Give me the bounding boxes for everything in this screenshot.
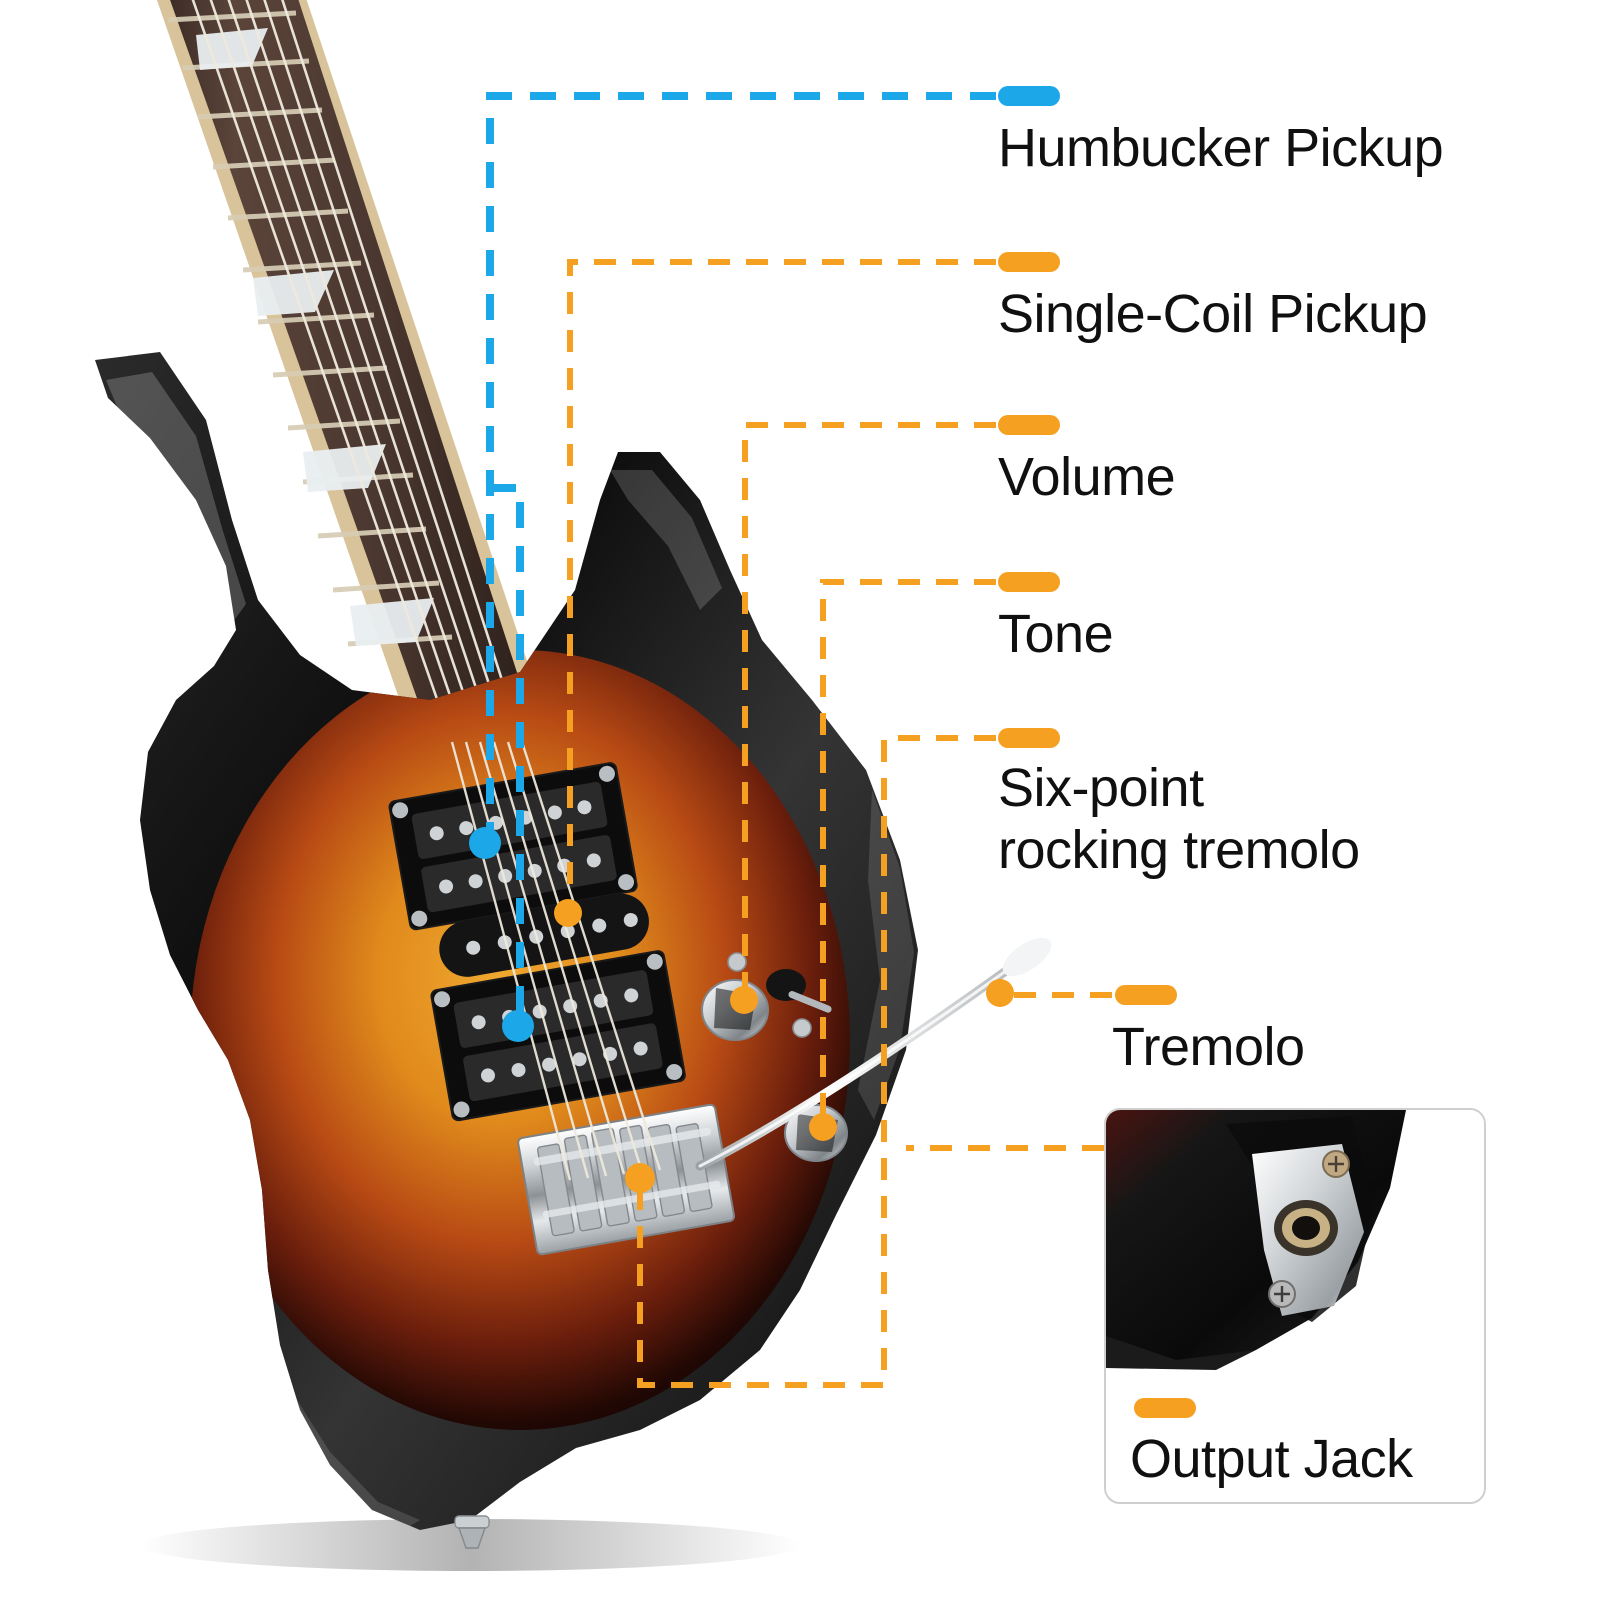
strap-button (454, 1515, 490, 1549)
leader-single-coil (567, 259, 996, 913)
anchor-single-coil (554, 899, 582, 927)
pickup-selector-switch (727, 952, 832, 1038)
output-jack-photo (1106, 1110, 1484, 1370)
callout-pill-single-coil-pickup (998, 252, 1060, 272)
callout-label-tone: Tone (998, 604, 1114, 664)
anchor-volume (730, 986, 758, 1014)
callout-label-volume: Volume (998, 447, 1176, 507)
leader-anchor-dots (469, 827, 1014, 1193)
output-jack-inset-panel: Output Jack (1104, 1108, 1486, 1504)
leader-six-point-tremolo (637, 735, 996, 1388)
callout-label-output-jack: Output Jack (1130, 1429, 1413, 1489)
anchor-tremolo-arm (986, 979, 1014, 1007)
anchor-neck-humbucker (469, 827, 501, 859)
anchor-tremolo-bridge (625, 1163, 655, 1193)
callout-label-single-coil-pickup: Single-Coil Pickup (998, 284, 1428, 344)
six-point-tremolo-bridge (517, 1103, 736, 1256)
anchor-bridge-humbucker (502, 1010, 534, 1042)
callout-pill-tone (998, 572, 1060, 592)
leader-lines (486, 92, 1112, 1388)
leader-humbucker (486, 92, 996, 1026)
guitar-neck (156, 0, 540, 743)
callout-pill-six-point-rocking-tremolo (998, 728, 1060, 748)
tremolo-arm (695, 937, 1052, 1171)
callout-label-tremolo: Tremolo (1112, 1017, 1305, 1077)
callout-pill-humbucker-pickup (998, 86, 1060, 106)
guitar-strings (450, 741, 662, 1181)
callout-pill-volume (998, 415, 1060, 435)
anchor-tone (809, 1113, 837, 1141)
leader-tone (820, 579, 996, 1127)
callout-pill-tremolo (1115, 985, 1177, 1005)
callout-label-six-point-rocking-tremolo: Six-point rocking tremolo (998, 758, 1360, 880)
callout-label-humbucker-pickup: Humbucker Pickup (998, 118, 1444, 178)
leader-volume (742, 422, 996, 1000)
callout-pill-output-jack (1134, 1398, 1196, 1418)
